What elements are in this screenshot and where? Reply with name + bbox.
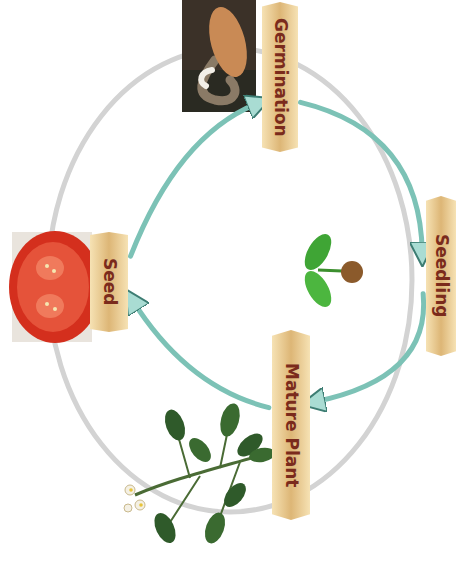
mature-plant-drawing <box>124 401 276 546</box>
stage-banner: Seed <box>90 232 128 332</box>
sprout <box>201 70 212 86</box>
cycle-ring <box>48 48 412 512</box>
flower <box>125 485 135 495</box>
flower-center <box>139 503 143 507</box>
stage-label: Seed <box>101 258 118 305</box>
leaf <box>185 434 215 466</box>
tomato-skin <box>9 231 101 343</box>
soil-background <box>182 0 256 112</box>
stage-label: Germination <box>272 18 289 137</box>
leaf <box>220 479 250 511</box>
flower-center <box>129 488 133 492</box>
stage-banner: Mature Plant <box>272 330 310 520</box>
cycle-arrow <box>314 294 423 402</box>
germination-photo <box>182 0 256 112</box>
leaf <box>217 401 243 439</box>
tomato-seed <box>52 269 56 273</box>
tomato-locule <box>36 256 64 280</box>
stem <box>318 270 342 271</box>
cycle-arrow <box>301 102 423 252</box>
leaf <box>150 510 180 547</box>
flower <box>124 504 132 512</box>
stage-banner: Germination <box>262 2 298 152</box>
stage-label: Seedling <box>433 234 450 317</box>
leaf <box>161 407 189 443</box>
tomato-flesh <box>17 242 89 332</box>
tomato-seed <box>53 307 57 311</box>
tomato-seed <box>45 302 49 306</box>
stage-banner: Seedling <box>426 196 456 356</box>
tomato-locule <box>36 294 64 318</box>
leaf <box>299 267 336 312</box>
leaf <box>299 230 336 275</box>
tomato-seed <box>45 264 49 268</box>
leaf <box>201 510 229 546</box>
seed <box>341 261 363 283</box>
tomato-photo <box>9 231 101 343</box>
flower <box>135 500 145 510</box>
stage-label: Mature Plant <box>283 363 300 487</box>
seedling-drawing <box>299 230 363 312</box>
leaf <box>248 446 276 464</box>
cycle-arrow <box>133 301 269 408</box>
cycle-arrow <box>131 103 259 256</box>
soil-dark <box>182 70 256 112</box>
